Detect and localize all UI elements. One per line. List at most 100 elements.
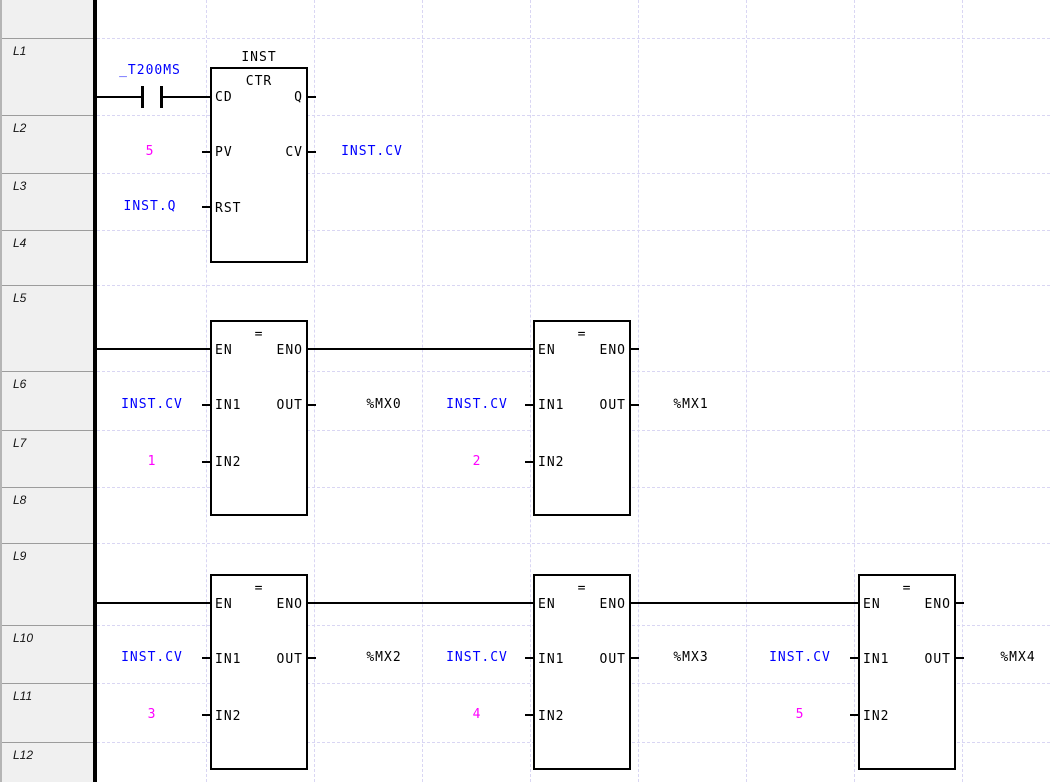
operand-in2[interactable]: 2 — [472, 454, 482, 469]
operand-out-mx3[interactable]: %MX3 — [673, 650, 709, 665]
fb-operator: CTR — [245, 74, 273, 89]
pin-tick — [850, 657, 858, 659]
operand-out-mx4[interactable]: %MX4 — [1000, 650, 1036, 665]
operand-in2[interactable]: 4 — [472, 707, 482, 722]
operand-out-mx1[interactable]: %MX1 — [673, 397, 709, 412]
fb-instance-name[interactable]: INST — [241, 50, 277, 65]
rung-row-header-l7[interactable]: L7 — [0, 430, 93, 487]
pin-tick — [202, 404, 210, 406]
operand-in2[interactable]: 5 — [795, 707, 805, 722]
pin-tick — [308, 404, 316, 406]
pin-rst: RST — [215, 201, 242, 216]
grid-hline — [97, 173, 1050, 174]
operand-cv-output[interactable]: INST.CV — [341, 144, 403, 159]
operand-in1[interactable]: INST.CV — [446, 397, 508, 412]
rung-row-header-l10[interactable]: L10 — [0, 625, 93, 683]
compare-block-eq-2[interactable]: = EN IN1 IN2 ENO OUT — [533, 320, 631, 516]
grid-vline — [422, 0, 423, 782]
rung-row-header-l8[interactable]: L8 — [0, 487, 93, 543]
wire-segment — [97, 602, 210, 604]
row-label-l2: L2 — [13, 121, 27, 135]
operand-in1[interactable]: INST.CV — [121, 650, 183, 665]
grid-hline — [97, 38, 1050, 39]
grid-vline — [638, 0, 639, 782]
rung-row-header-l3[interactable]: L3 — [0, 173, 93, 230]
row-label-l6: L6 — [13, 377, 27, 391]
operand-in1[interactable]: INST.CV — [769, 650, 831, 665]
counter-block-ctr[interactable]: CTR CD PV RST Q CV — [210, 67, 308, 263]
pin-cd: CD — [215, 90, 233, 105]
grid-vline — [746, 0, 747, 782]
pin-tick — [308, 151, 316, 153]
contact-bar-left — [141, 86, 144, 108]
pin-eno: ENO — [599, 343, 626, 358]
pin-in1: IN1 — [215, 398, 242, 413]
compare-block-eq-1[interactable]: = EN IN1 IN2 ENO OUT — [210, 320, 308, 516]
operand-in2[interactable]: 3 — [147, 707, 157, 722]
operand-in1[interactable]: INST.CV — [446, 650, 508, 665]
operand-rst-value[interactable]: INST.Q — [123, 199, 177, 214]
compare-block-eq-5[interactable]: = EN IN1 IN2 ENO OUT — [858, 574, 956, 770]
compare-block-eq-3[interactable]: = EN IN1 IN2 ENO OUT — [210, 574, 308, 770]
grid-vline — [314, 0, 315, 782]
operand-out-mx2[interactable]: %MX2 — [366, 650, 402, 665]
row-header-left-edge — [0, 0, 2, 782]
pin-tick — [631, 348, 639, 350]
power-rail — [93, 0, 97, 782]
wire-segment — [163, 96, 210, 98]
pin-en: EN — [538, 343, 556, 358]
row-label-l3: L3 — [13, 179, 27, 193]
grid-hline — [97, 543, 1050, 544]
pin-en: EN — [538, 597, 556, 612]
grid-hline — [97, 115, 1050, 116]
rung-row-header-l11[interactable]: L11 — [0, 683, 93, 742]
row-label-l4: L4 — [13, 236, 27, 250]
pin-tick — [202, 461, 210, 463]
pin-in2: IN2 — [538, 709, 565, 724]
pin-tick — [525, 657, 533, 659]
pin-eno: ENO — [276, 597, 303, 612]
fb-operator: = — [254, 581, 264, 596]
rung-row-header-l2[interactable]: L2 — [0, 115, 93, 173]
fb-operator: = — [577, 327, 587, 342]
rung-row-header-l5[interactable]: L5 — [0, 285, 93, 371]
rung-row-header-l9[interactable]: L9 — [0, 543, 93, 625]
pin-tick — [525, 714, 533, 716]
pin-pv: PV — [215, 145, 233, 160]
row-label-l10: L10 — [13, 631, 34, 645]
pin-tick — [308, 96, 316, 98]
grid-vline — [206, 0, 207, 782]
compare-block-eq-4[interactable]: = EN IN1 IN2 ENO OUT — [533, 574, 631, 770]
row-label-l5: L5 — [13, 291, 27, 305]
pin-out: OUT — [599, 652, 626, 667]
pin-in2: IN2 — [538, 455, 565, 470]
operand-out-mx0[interactable]: %MX0 — [366, 397, 402, 412]
pin-tick — [631, 404, 639, 406]
pin-out: OUT — [924, 652, 951, 667]
rung-row-header-l12[interactable]: L12 — [0, 742, 93, 782]
pin-cv: CV — [285, 145, 303, 160]
pin-in1: IN1 — [538, 652, 565, 667]
row-label-l9: L9 — [13, 549, 27, 563]
rung-row-header-l1[interactable]: L1 — [0, 38, 93, 115]
operand-pv-value[interactable]: 5 — [145, 144, 155, 159]
row-label-l1: L1 — [13, 44, 27, 58]
grid-vline — [530, 0, 531, 782]
pin-eno: ENO — [276, 343, 303, 358]
rung-row-header-empty[interactable] — [0, 0, 93, 38]
contact-operand-t200ms[interactable]: _T200MS — [119, 63, 181, 78]
grid-hline — [97, 230, 1050, 231]
wire-segment — [97, 348, 210, 350]
pin-tick — [525, 461, 533, 463]
rung-row-header-l4[interactable]: L4 — [0, 230, 93, 285]
pin-out: OUT — [599, 398, 626, 413]
pin-q: Q — [294, 90, 303, 105]
pin-in2: IN2 — [863, 709, 890, 724]
row-label-l7: L7 — [13, 436, 27, 450]
operand-in1[interactable]: INST.CV — [121, 397, 183, 412]
pin-tick — [308, 657, 316, 659]
wire-segment — [308, 348, 533, 350]
operand-in2[interactable]: 1 — [147, 454, 157, 469]
rung-row-header-l6[interactable]: L6 — [0, 371, 93, 430]
